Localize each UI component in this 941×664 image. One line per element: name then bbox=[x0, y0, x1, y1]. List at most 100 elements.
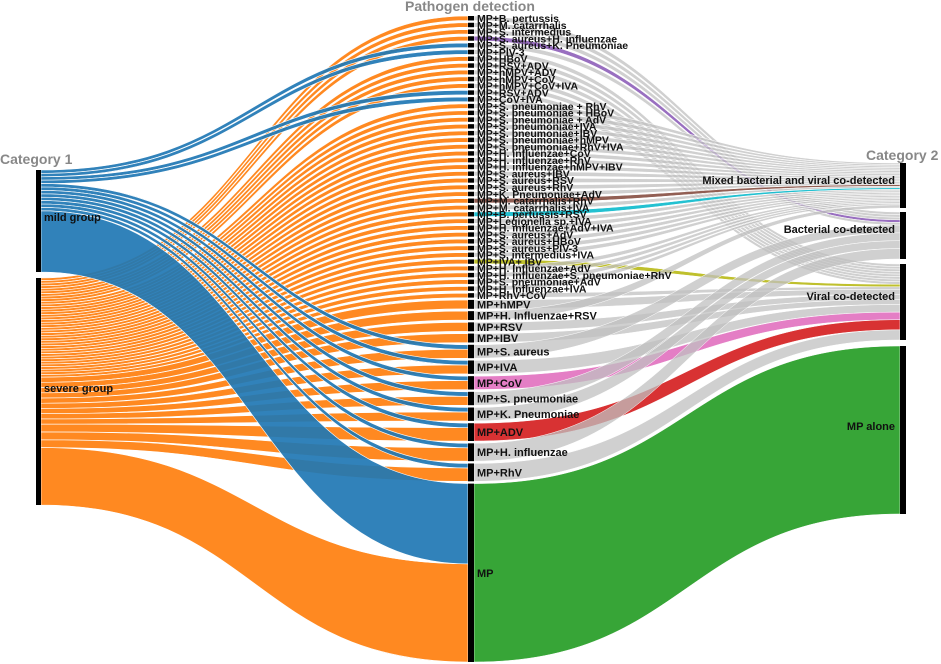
pathogen-label-mp-s-aureus-piv-3-34: MP+S. aureus+PIV-3 bbox=[477, 243, 578, 255]
pathogen-label-mp-s-aureus-h-influenzae-3: MP+S. aureus+H. influenzae bbox=[477, 33, 617, 45]
pathogen-label-mp-h-influenzae-rsv-43: MP+H. Influenzae+RSV bbox=[477, 311, 597, 323]
pathogen-label-mp-h-influenzae-adv-iva-31: MP+H. influenzae+AdV+IVA bbox=[477, 223, 614, 235]
pathogen-label-mp-hbov-6: MP+HBoV bbox=[477, 54, 527, 66]
middle-column-title: Pathogen detection bbox=[405, 0, 535, 14]
pathogen-label-mp-s-pneumoniae-iva-16: MP+S. pneumoniae+IVA bbox=[477, 121, 597, 133]
node-bar-mp-rsv-44 bbox=[468, 322, 474, 332]
pathogen-label-mp-b-pertussis-rsv-29: MP+B. pertussis+RSV bbox=[477, 209, 587, 221]
node-bar-mp-s-aureus-adv-32 bbox=[468, 232, 474, 237]
pathogen-to-category-flows bbox=[473, 15, 901, 663]
group-to-pathogen-flows bbox=[40, 15, 469, 663]
pathogen-label-mp-s-pneumoniae-hmpv-18: MP+S. pneumoniae+hMPV bbox=[477, 135, 609, 147]
pathogen-label-mp-b-pertussis-0: MP+B. pertussis bbox=[477, 13, 559, 25]
node-bar-mp-m-catarrhalis-1 bbox=[468, 22, 474, 28]
node-bar-mp-cov-iva-12 bbox=[468, 97, 474, 102]
node-bar-mp-m-catarrhalis-iva-28 bbox=[468, 205, 474, 210]
pathogen-label-mp-m-catarrhalis-iva-28: MP+M. catarrhalis+IVA bbox=[477, 202, 590, 214]
node-bar-mp-iva-ibv-36 bbox=[468, 259, 474, 264]
category-label-bact: Bacterial co-detected bbox=[784, 224, 895, 236]
node-bar-mp-s-pneumoniae-iva-16 bbox=[468, 124, 474, 129]
pathogen-label-mp-s-intermedius-iva-35: MP+S. intermedius+IVA bbox=[477, 250, 595, 262]
node-bar-mp-h-influenzae-rhv-21 bbox=[468, 157, 474, 163]
node-bar-mp-s-aureus-ibv-23 bbox=[468, 171, 474, 176]
category-label-viral: Viral co-detected bbox=[807, 291, 895, 303]
node-bar-mp-h-influenzae-adv-37 bbox=[468, 266, 474, 271]
pathogen-label-mp-h-influenzae-hmpv-ibv-22: MP+H. influenzae+hMPV+IBV bbox=[477, 162, 623, 174]
node-bar-alone bbox=[900, 346, 906, 514]
pathogen-label-mp-ibv-45: MP+IBV bbox=[477, 333, 519, 345]
category-label-alone: MP alone bbox=[847, 421, 895, 433]
pathogen-label-mp-h-influenzae-rhv-21: MP+H. influenzae+RhV bbox=[477, 155, 591, 167]
node-bar-mp-s-intermedius-2 bbox=[468, 29, 474, 34]
pathogen-label-mp-m-catarrhalis-rhv-27: MP+M. catarrhalis+RhV bbox=[477, 196, 594, 208]
pathogen-label-mp-rsv-44: MP+RSV bbox=[477, 322, 523, 334]
pathogen-label-mp-hmpv-42: MP+hMPV bbox=[477, 299, 531, 311]
group-label-severe: severe group bbox=[44, 383, 113, 395]
node-bar-mp-s-pneumoniae-rhv-iva-19 bbox=[468, 144, 474, 149]
left-column-title: Category 1 bbox=[0, 151, 73, 167]
node-bar-mp-s-pneumoniae-49 bbox=[468, 391, 474, 406]
node-bar-mp-ibv-45 bbox=[468, 333, 474, 343]
node-bar-mp-b-pertussis-0 bbox=[468, 16, 474, 21]
pathogen-label-mp-s-pneumoniae-ibv-17: MP+S. pneumoniae+IBV bbox=[477, 128, 597, 140]
category-label-mixed: Mixed bacterial and viral co-detected bbox=[702, 175, 895, 187]
node-bar-mp-s-pneumoniae-adv-15 bbox=[468, 117, 474, 122]
node-bar-mp-piv-3-5 bbox=[468, 49, 474, 55]
pathogen-label-mp-s-pneumoniae-49: MP+S. pneumoniae bbox=[477, 394, 578, 406]
pathogen-label-mp-hmpv-adv-8: MP+hMPV+ADV bbox=[477, 67, 556, 79]
node-bar-mp-m-catarrhalis-rhv-27 bbox=[468, 198, 474, 203]
pathogen-label-mp-rhv-cov-41: MP+RhV+CoV bbox=[477, 290, 547, 302]
node-bar-mp-h-influenzae-hmpv-ibv-22 bbox=[468, 164, 474, 170]
flow-mp-h-influenzae-to-bact-52 bbox=[473, 248, 901, 462]
node-bar-mp-legionella-sp-iva-30 bbox=[468, 218, 474, 224]
pathogen-label-mp-s-pneumoniae-hbov-14: MP+S. pneumoniae + HBoV bbox=[477, 108, 614, 120]
node-bar-mp-h-influenzae-s-pneumoniae-rhv-38 bbox=[468, 272, 474, 278]
pathogen-label-mp-iva-47: MP+IVA bbox=[477, 362, 518, 374]
node-bar-mp-hmpv-adv-8 bbox=[468, 70, 474, 75]
pathogen-label-mp-piv-3-5: MP+PIV-3 bbox=[477, 47, 525, 59]
node-bar-mp-cov-48 bbox=[468, 376, 474, 390]
node-bar-mp-s-aureus-k-pneumoniae-4 bbox=[468, 43, 474, 48]
node-bar-mp-h-influenzae-adv-iva-31 bbox=[468, 225, 474, 231]
flow-mild-mp-cov-iva-12 bbox=[40, 96, 469, 184]
node-bar-mild-group bbox=[36, 170, 41, 272]
node-bar-mp-rhv-cov-41 bbox=[468, 293, 474, 298]
node-bar-mp-s-aureus-piv-3-34 bbox=[468, 245, 474, 251]
flow-severe-mp-54 bbox=[40, 447, 469, 663]
pathogen-label-mp-k-pneumoniae-adv-26: MP+K. Pneumoniae+AdV bbox=[477, 189, 602, 201]
node-bar-mp-rhv-53 bbox=[468, 463, 474, 482]
node-labels: mild group severe group MP+B. pertussisMP+… bbox=[44, 13, 895, 580]
pathogen-label-mp-54: MP bbox=[477, 568, 494, 580]
pathogen-label-mp-adv-51: MP+ADV bbox=[477, 427, 524, 439]
pathogen-label-mp-s-aureus-adv-32: MP+S. aureus+AdV bbox=[477, 229, 573, 241]
pathogen-label-mp-cov-48: MP+CoV bbox=[477, 378, 523, 390]
pathogen-label-mp-s-pneumoniae-adv-39: MP+S. pneumoniae+AdV bbox=[477, 277, 601, 289]
flow-severe-mp-m-catarrhalis-1 bbox=[40, 22, 469, 284]
pathogen-label-mp-s-aureus-rsv-24: MP+S. aureus+RSV bbox=[477, 175, 574, 187]
pathogen-label-mp-h-influenzae-s-pneumoniae-rhv-38: MP+H. influenzae+S. pneumoniae+RhV bbox=[477, 270, 672, 282]
node-bar-mp-s-aureus-hbov-33 bbox=[468, 239, 474, 244]
node-bar-mp-s-pneumoniae-hmpv-18 bbox=[468, 137, 474, 143]
group-label-mild: mild group bbox=[44, 212, 101, 224]
pathogen-label-mp-h-influenzae-52: MP+H. influenzae bbox=[477, 447, 568, 459]
node-bar-mp-h-influenzae-iva-40 bbox=[468, 286, 474, 291]
pathogen-label-mp-hmpv-cov-iva-10: MP+hMPV+CoV+IVA bbox=[477, 81, 578, 93]
node-bar-mp-h-influenzae-52 bbox=[468, 443, 474, 462]
node-bar-mp-s-aureus-rhv-25 bbox=[468, 184, 474, 190]
node-bar-severe-group bbox=[36, 278, 41, 505]
pathogen-label-mp-h-influenzae-cov-20: MP+H. influenzae+CoV bbox=[477, 148, 591, 160]
pathogen-label-mp-s-aureus-rhv-25: MP+S. aureus+RhV bbox=[477, 182, 573, 194]
pathogen-label-mp-h-influenzae-iva-40: MP+H. Influenzae+IVA bbox=[477, 283, 587, 295]
flow-severe-mp-h-influenzae-52 bbox=[40, 431, 469, 462]
node-bar-mp-b-pertussis-rsv-29 bbox=[468, 212, 474, 217]
node-bar-mp-s-aureus-46 bbox=[468, 344, 474, 359]
pathogen-label-mp-s-pneumoniae-adv-15: MP+S. pneumoniae + AdV bbox=[477, 114, 606, 126]
pathogen-label-mp-s-pneumoniae-rhv-iva-19: MP+S. pneumoniae+RhV+IVA bbox=[477, 141, 624, 153]
pathogen-label-mp-s-aureus-46: MP+S. aureus bbox=[477, 346, 549, 358]
pathogen-label-mp-iva-ibv-36: MP+IVA+ IBV bbox=[477, 256, 542, 268]
node-bar-mp-s-pneumoniae-hbov-14 bbox=[468, 110, 474, 116]
node-bar-mp-s-pneumoniae-ibv-17 bbox=[468, 130, 474, 136]
pathogen-label-mp-cov-iva-12: MP+CoV+IVA bbox=[477, 94, 543, 106]
node-bar-mp-k-pneumoniae-adv-26 bbox=[468, 191, 474, 197]
